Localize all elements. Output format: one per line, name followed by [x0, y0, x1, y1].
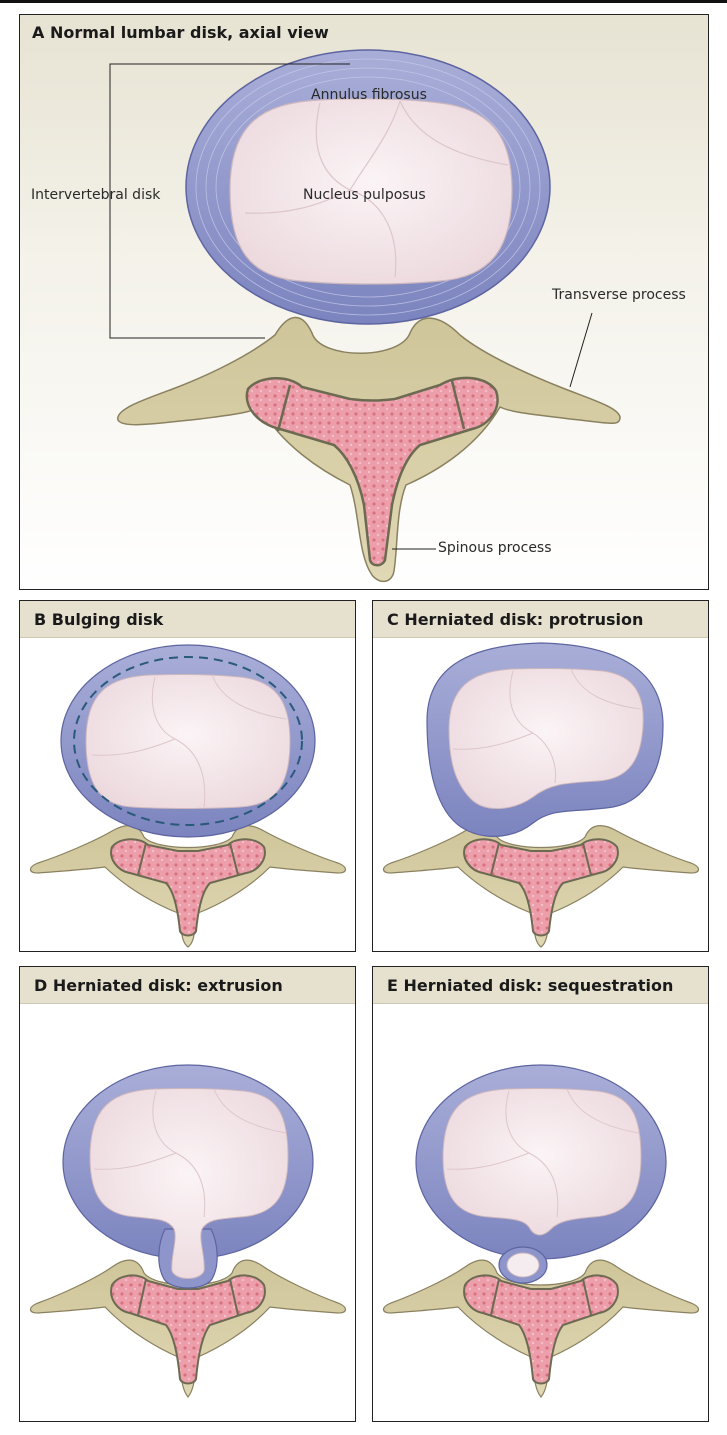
annulus-fibrosus-label: Annulus fibrosus: [311, 87, 427, 103]
nucleus-pulposus-label: Nucleus pulposus: [303, 187, 426, 203]
panel-d-extrusion: D Herniated disk: extrusion: [19, 966, 356, 1422]
top-rule: [0, 0, 727, 3]
extrusion-illustration: [20, 967, 356, 1422]
panel-a-normal-disk: A Normal lumbar disk, axial view Annulus…: [19, 14, 709, 590]
panel-b-bulging-disk: B Bulging disk: [19, 600, 356, 952]
sequestered-fragment: [507, 1253, 539, 1277]
transverse-process-label: Transverse process: [552, 287, 686, 303]
panel-e-sequestration: E Herniated disk: sequestration: [372, 966, 709, 1422]
sequestration-illustration: [373, 967, 709, 1422]
spinous-process-label: Spinous process: [438, 540, 552, 556]
bulging-disk-illustration: [20, 601, 356, 952]
protrusion-illustration: [373, 601, 709, 952]
nucleus-b: [86, 674, 290, 808]
nucleus-d: [90, 1088, 288, 1278]
transverse-leader: [570, 313, 592, 387]
intervertebral-disk-label: Intervertebral disk: [31, 187, 160, 203]
panel-c-protrusion: C Herniated disk: protrusion: [372, 600, 709, 952]
